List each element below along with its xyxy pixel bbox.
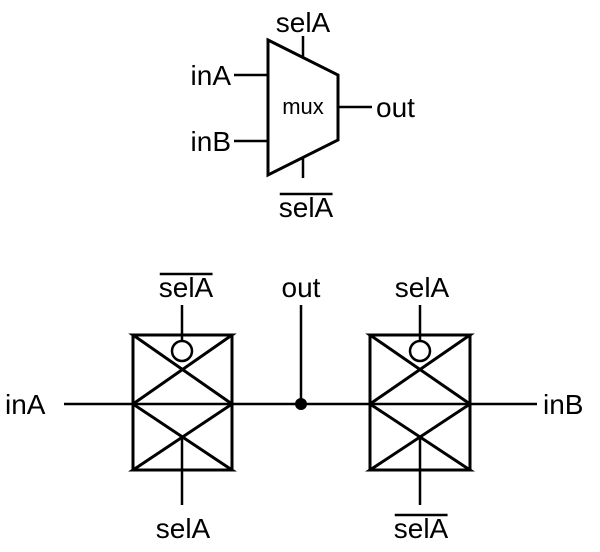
tg-left-bubble — [170, 339, 194, 363]
mux-symbol: mux selA selA inA inB out — [191, 7, 416, 223]
mux-in-b-label: inB — [191, 126, 231, 157]
mux-out-label: out — [376, 92, 415, 123]
tg-left-top-label: selA — [159, 272, 214, 303]
mux-body — [266, 37, 340, 178]
mux-block-label: mux — [282, 94, 324, 119]
tg-left-bottom-label: selA — [156, 513, 211, 544]
tg-out-junction-dot — [295, 398, 307, 410]
tg-right-top-label: selA — [395, 272, 450, 303]
mux-sel-top-label: selA — [276, 7, 331, 38]
tg-in-a-label: inA — [5, 389, 46, 420]
tg-left-gate — [128, 305, 237, 505]
tg-right-bubble — [408, 339, 432, 363]
transmission-gate-circuit: inA out inB selA selA — [5, 272, 583, 544]
tg-in-b-label: inB — [543, 389, 583, 420]
tg-out-label: out — [282, 272, 321, 303]
tg-right-bottom-label: selA — [394, 513, 449, 544]
tg-right-gate — [365, 305, 475, 505]
mux-in-a-label: inA — [191, 60, 232, 91]
mux-sel-bottom-label: selA — [279, 192, 334, 223]
